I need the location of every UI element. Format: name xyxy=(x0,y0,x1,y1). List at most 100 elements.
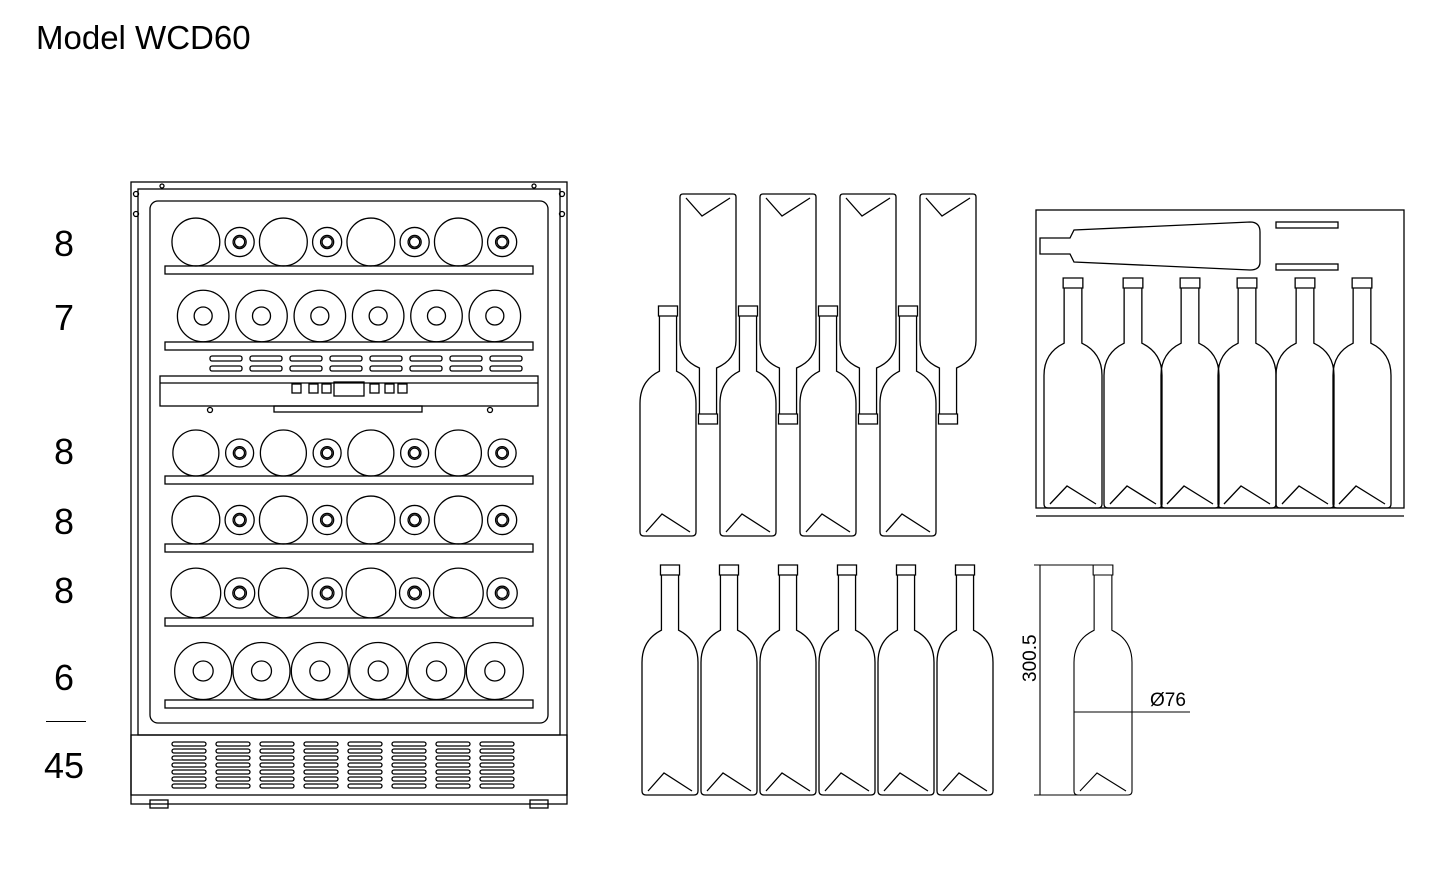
bottle-end xyxy=(290,641,350,701)
grille-slot xyxy=(215,769,251,775)
total-count: 45 xyxy=(43,745,85,786)
bottle-end xyxy=(345,567,397,619)
grille-slot xyxy=(259,769,295,775)
bottle-end xyxy=(399,504,430,536)
bottle-end xyxy=(224,504,255,536)
bottle-neck-end xyxy=(232,585,248,601)
grille-slot xyxy=(347,776,383,782)
bottle-end xyxy=(171,217,221,267)
grille-slot xyxy=(303,783,339,789)
upright-bottle xyxy=(1160,277,1220,509)
upright-bottle xyxy=(719,305,777,537)
page-title: Model WCD60 xyxy=(36,19,251,56)
grille-slot xyxy=(303,769,339,775)
bottle-end xyxy=(232,641,291,701)
bottle-end xyxy=(465,641,525,701)
bottle-neck-end xyxy=(233,514,246,526)
upright-bottle xyxy=(639,305,697,537)
upright-bottle xyxy=(759,564,817,796)
grille-slot xyxy=(171,755,207,761)
bottle-end xyxy=(172,429,220,477)
control-button xyxy=(321,383,332,394)
reference-bottle xyxy=(1073,564,1133,796)
bottle-end xyxy=(398,577,431,609)
tray-clip xyxy=(1275,263,1339,271)
grille-slot xyxy=(171,748,207,754)
vent-slot xyxy=(409,355,443,362)
bottle-neck-end xyxy=(408,236,421,248)
divider-strip xyxy=(273,405,423,413)
grille-slot xyxy=(479,783,515,789)
bottle-neck-end xyxy=(321,236,333,248)
bottle-end xyxy=(407,641,466,701)
grille-slot xyxy=(171,783,207,789)
grille-slot xyxy=(259,776,295,782)
vent-slot xyxy=(489,365,523,372)
grille-slot xyxy=(215,741,251,747)
bottle-end xyxy=(410,289,463,343)
bottle-neck-end xyxy=(320,446,335,460)
grille-slot xyxy=(171,741,207,747)
bottle-end xyxy=(433,495,483,545)
vent-slot xyxy=(249,365,283,372)
bottle-end xyxy=(433,217,483,267)
bottle-neck-end xyxy=(321,587,334,599)
grille-slot xyxy=(347,762,383,768)
bottle-shelf xyxy=(164,641,534,709)
bottle-end xyxy=(293,289,347,343)
bottle-neck-end xyxy=(496,447,508,459)
grille-slot xyxy=(479,762,515,768)
bottle-end xyxy=(399,226,430,258)
shelf-tray-outline xyxy=(1035,209,1405,509)
grille-slot xyxy=(171,776,207,782)
grille-slot xyxy=(303,755,339,761)
grille-slot xyxy=(435,783,471,789)
vent-slot xyxy=(329,355,363,362)
bottle-neck-end xyxy=(407,446,422,460)
shelf-count-3: 8 xyxy=(53,431,75,472)
shelf-count-4: 8 xyxy=(53,501,75,542)
bottle-neck-end xyxy=(407,234,422,250)
vent-slot xyxy=(369,365,403,372)
bottle-shelf xyxy=(164,429,534,485)
frame-screw xyxy=(558,190,566,198)
grille-slot xyxy=(259,748,295,754)
bottle-end xyxy=(176,289,230,343)
shelf-rail xyxy=(164,265,534,275)
bottle-neck-end xyxy=(407,512,422,528)
bottle-end xyxy=(173,641,233,701)
bottle-neck-end xyxy=(496,236,508,248)
bottle-neck-end xyxy=(495,446,510,460)
bottle-neck-end xyxy=(494,234,510,250)
total-divider xyxy=(46,721,86,722)
upright-bottle xyxy=(818,564,876,796)
grille-slot xyxy=(347,741,383,747)
bottle-end xyxy=(258,217,308,267)
bottle-neck-end xyxy=(232,234,247,250)
bottle-end xyxy=(432,567,484,619)
glass-panel xyxy=(149,200,549,724)
bottle-end xyxy=(487,438,517,468)
shelf-count-1: 8 xyxy=(53,223,75,264)
bottle-end xyxy=(346,217,396,267)
grille-slot xyxy=(391,755,427,761)
control-button xyxy=(397,383,408,394)
grille-slot xyxy=(435,755,471,761)
vent-slot xyxy=(449,355,483,362)
grille-slot xyxy=(347,783,383,789)
hinge-screw xyxy=(159,183,165,189)
bottle-end xyxy=(486,226,518,258)
vent-slot xyxy=(449,365,483,372)
vent-slot xyxy=(369,355,403,362)
vent-slot xyxy=(489,355,523,362)
bottle-neck-end xyxy=(408,514,421,526)
leveling-foot xyxy=(529,799,549,809)
bottle-end xyxy=(311,577,343,609)
control-button xyxy=(291,383,302,394)
control-panel xyxy=(159,375,539,407)
bottle-dimension-drawing: 300.5 Ø76 xyxy=(1020,564,1190,796)
bottle-neck-end xyxy=(368,306,388,326)
grille-slot xyxy=(347,755,383,761)
bottle-neck-end xyxy=(309,660,331,682)
